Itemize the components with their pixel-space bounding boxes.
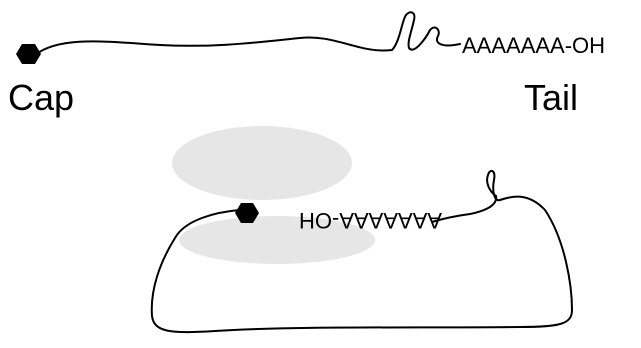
mrna-strand-linear [35, 12, 460, 55]
cap-hexagon-icon [16, 44, 41, 64]
poly-a-tail-top-label: AAAAAAA-OH [462, 33, 605, 58]
ribosome-large-subunit [172, 126, 352, 200]
tail-label: Tail [524, 77, 578, 118]
cap-label: Cap [8, 77, 74, 118]
poly-a-tail-bottom-label: AAAAAAA-OH [299, 208, 442, 233]
